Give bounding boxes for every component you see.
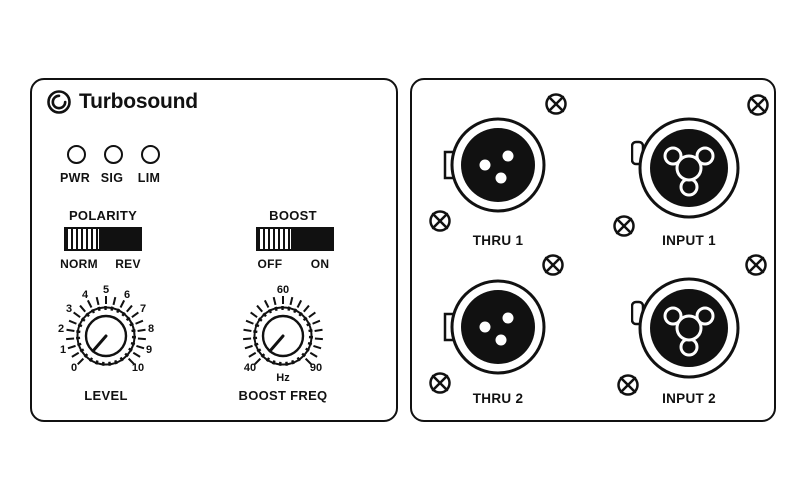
brand-logo: Turbosound: [46, 89, 198, 115]
turbosound-logo-icon: [47, 90, 71, 114]
knob-tick: [105, 296, 107, 304]
screw-icon: [429, 210, 451, 232]
screw-icon: [747, 94, 769, 116]
xlr-pin: [502, 312, 514, 324]
jack-socket-hole: [675, 154, 703, 182]
level-scale-3: 3: [65, 303, 73, 315]
screw-icon: [617, 374, 639, 396]
connector-panel: THRU 1 INPUT 1 THRU 2: [410, 78, 776, 422]
screw-icon: [545, 93, 567, 115]
polarity-switch-actuator[interactable]: [66, 229, 102, 249]
polarity-title: POLARITY: [68, 208, 138, 223]
level-scale-2: 2: [57, 323, 65, 335]
led-lim-label: LIM: [137, 171, 161, 185]
input2-label: INPUT 2: [662, 391, 716, 406]
polarity-switch[interactable]: [64, 227, 142, 251]
screw-icon: [613, 215, 635, 237]
level-title: LEVEL: [84, 388, 128, 403]
thru2-label: THRU 2: [472, 391, 524, 406]
level-scale-4: 4: [81, 289, 89, 301]
boost-switch-actuator[interactable]: [258, 229, 294, 249]
level-knob[interactable]: [74, 304, 138, 368]
xlr-pin: [479, 159, 491, 171]
led-pwr: [67, 145, 86, 164]
input1-label: INPUT 1: [662, 233, 716, 248]
knob-tick: [137, 328, 146, 332]
input2-combo-connector: [631, 277, 740, 379]
level-knob-pointer: [91, 334, 108, 353]
xlr-pin: [502, 150, 514, 162]
boost-title: BOOST: [269, 208, 317, 223]
knob-tick: [137, 337, 146, 341]
thru1-label: THRU 1: [472, 233, 524, 248]
polarity-switch-slot: [101, 229, 140, 249]
polarity-norm-label: NORM: [60, 257, 98, 271]
level-scale-8: 8: [147, 323, 155, 335]
xlr-pin: [495, 172, 507, 184]
knob-tick: [314, 337, 323, 341]
boost-off-label: OFF: [257, 257, 283, 271]
freq-unit-hz: Hz: [276, 372, 290, 384]
boost-freq-knob-pointer: [268, 334, 285, 353]
level-knob-group: 0 1 2 3 4 5 6 7 8 9 10: [36, 266, 176, 406]
level-scale-9: 9: [145, 344, 153, 356]
led-sig: [104, 145, 123, 164]
boost-switch[interactable]: [256, 227, 334, 251]
boost-freq-knob[interactable]: [251, 304, 315, 368]
led-lim: [141, 145, 160, 164]
boost-freq-knob-group: 40 60 90 Hz: [213, 266, 353, 406]
led-pwr-label: PWR: [59, 171, 91, 185]
level-scale-7: 7: [139, 303, 147, 315]
boost-freq-title: BOOST FREQ: [238, 388, 328, 403]
level-scale-5: 5: [102, 284, 110, 296]
freq-scale-90: 90: [309, 362, 323, 374]
freq-scale-60: 60: [276, 284, 290, 296]
boost-switch-slot: [293, 229, 332, 249]
xlr-socket-hole: [695, 306, 715, 326]
boost-on-label: ON: [310, 257, 330, 271]
screw-icon: [429, 372, 451, 394]
input1-combo-connector: [631, 117, 740, 219]
knob-tick: [282, 296, 284, 304]
control-panel: Turbosound PWR SIG LIM POLARITY NORM REV…: [30, 78, 398, 422]
level-scale-1: 1: [59, 344, 67, 356]
xlr-pin: [495, 334, 507, 346]
xlr-socket-hole: [663, 306, 683, 326]
level-scale-10: 10: [131, 362, 145, 374]
xlr-pin: [479, 321, 491, 333]
jack-socket-hole: [675, 314, 703, 342]
knob-tick: [314, 328, 323, 332]
knob-tick: [243, 337, 252, 341]
led-sig-label: SIG: [100, 171, 124, 185]
thru1-xlr-male-connector: [443, 117, 546, 213]
polarity-rev-label: REV: [115, 257, 141, 271]
brand-name: Turbosound: [79, 90, 198, 113]
xlr-socket-hole: [695, 146, 715, 166]
knob-tick: [66, 337, 75, 341]
screw-icon: [745, 254, 767, 276]
thru2-xlr-male-connector: [443, 279, 546, 375]
level-scale-0: 0: [70, 362, 78, 374]
freq-scale-40: 40: [243, 362, 257, 374]
screw-icon: [542, 254, 564, 276]
xlr-socket-hole: [663, 146, 683, 166]
level-scale-6: 6: [123, 289, 131, 301]
